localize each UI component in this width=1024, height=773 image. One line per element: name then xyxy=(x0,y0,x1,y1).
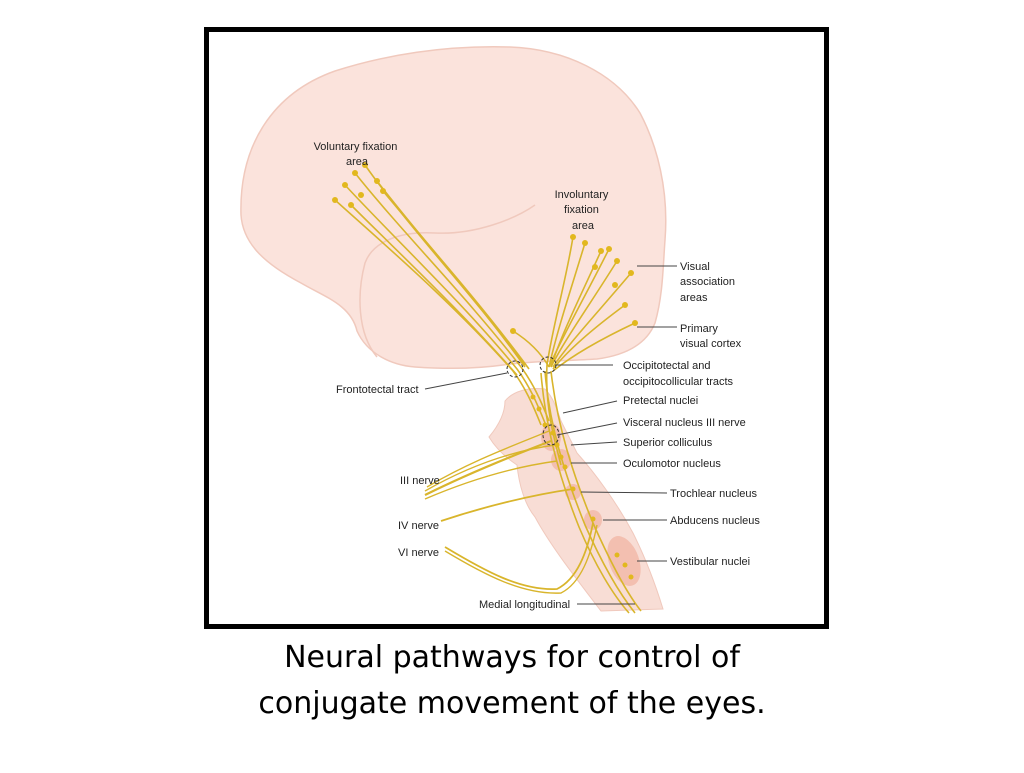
label-superior-colliculus: Superior colliculus xyxy=(623,437,713,449)
label-voluntary-fixation: Voluntary fixation area xyxy=(314,141,401,168)
caption-line-1: Neural pathways for control of xyxy=(284,640,740,675)
label-trochlear-nucleus: Trochlear nucleus xyxy=(670,488,758,500)
label-iii-nerve: III nerve xyxy=(400,475,440,487)
cerebral-hemisphere xyxy=(240,46,667,370)
caption-line-2: conjugate movement of the eyes. xyxy=(258,686,766,721)
pathway-dots xyxy=(332,162,638,580)
label-abducens-nucleus: Abducens nucleus xyxy=(670,515,760,527)
label-oculomotor-nucleus: Oculomotor nucleus xyxy=(623,458,721,470)
label-pretectal: Pretectal nuclei xyxy=(623,395,698,407)
temporal-lobe xyxy=(359,204,536,358)
label-involuntary-fixation: Involuntary fixation area xyxy=(555,189,612,232)
neural-pathway-diagram: Voluntary fixation area Involuntary fixa… xyxy=(240,46,760,614)
frontotectal-marker xyxy=(506,360,524,378)
figure-frame: Voluntary fixation area Involuntary fixa… xyxy=(204,27,829,629)
label-vi-nerve: VI nerve xyxy=(398,547,439,559)
label-primary-visual-cortex: Primary visual cortex xyxy=(680,323,742,350)
label-visual-association: Visual association areas xyxy=(680,261,738,304)
label-medial-longitudinal: Medial longitudinal xyxy=(479,599,570,611)
label-vestibular-nuclei: Vestibular nuclei xyxy=(670,556,750,568)
label-iv-nerve: IV nerve xyxy=(398,520,439,532)
vestibular-nuclei-shape xyxy=(607,536,641,586)
leader-lines xyxy=(424,265,677,605)
label-occipitotectal: Occipitotectal and occipitocollicular tr… xyxy=(623,360,734,388)
label-frontotectal: Frontotectal tract xyxy=(336,384,419,396)
slide-caption: Neural pathways for control of conjugate… xyxy=(180,635,844,727)
pathway-fibers xyxy=(334,164,642,614)
label-visceral-nucleus: Visceral nucleus III nerve xyxy=(623,417,746,429)
